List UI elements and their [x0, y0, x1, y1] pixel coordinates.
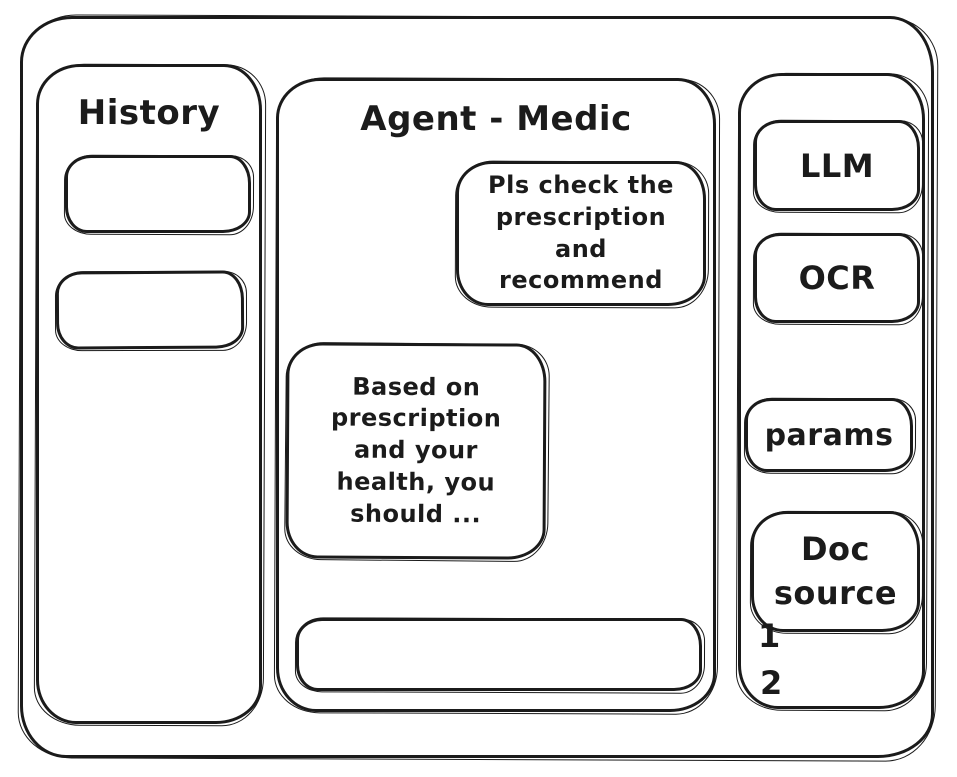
llm-button-label: LLM [799, 146, 875, 185]
history-item[interactable] [65, 155, 251, 233]
assistant-message-bubble: Based on prescription and your health, y… [285, 342, 547, 560]
user-message-text: Pls check the prescription and recommend [488, 171, 674, 295]
doc-source-button-label: Doc source [773, 530, 898, 612]
history-panel-title: History [77, 93, 221, 133]
chat-panel-title: Agent - Medic [360, 99, 632, 139]
message-input[interactable] [313, 627, 685, 682]
ocr-button-label: OCR [798, 259, 876, 297]
params-button-label: params [764, 417, 894, 453]
ocr-button[interactable]: OCR [754, 233, 920, 323]
doc-source-item-1[interactable]: 1 [758, 617, 781, 655]
history-panel: History [36, 64, 262, 724]
tools-panel: LLM OCR params Doc source 1 2 [738, 73, 925, 709]
message-input-box[interactable] [296, 618, 702, 691]
llm-button[interactable]: LLM [754, 120, 920, 211]
params-button[interactable]: params [745, 398, 913, 472]
doc-source-button[interactable]: Doc source [751, 511, 920, 632]
user-message-bubble: Pls check the prescription and recommend [456, 161, 706, 306]
doc-source-item-2[interactable]: 2 [760, 664, 783, 702]
history-item[interactable] [55, 270, 245, 350]
assistant-message-text: Based on prescription and your health, y… [330, 372, 502, 528]
chat-panel: Agent - Medic Pls check the prescription… [276, 78, 716, 712]
